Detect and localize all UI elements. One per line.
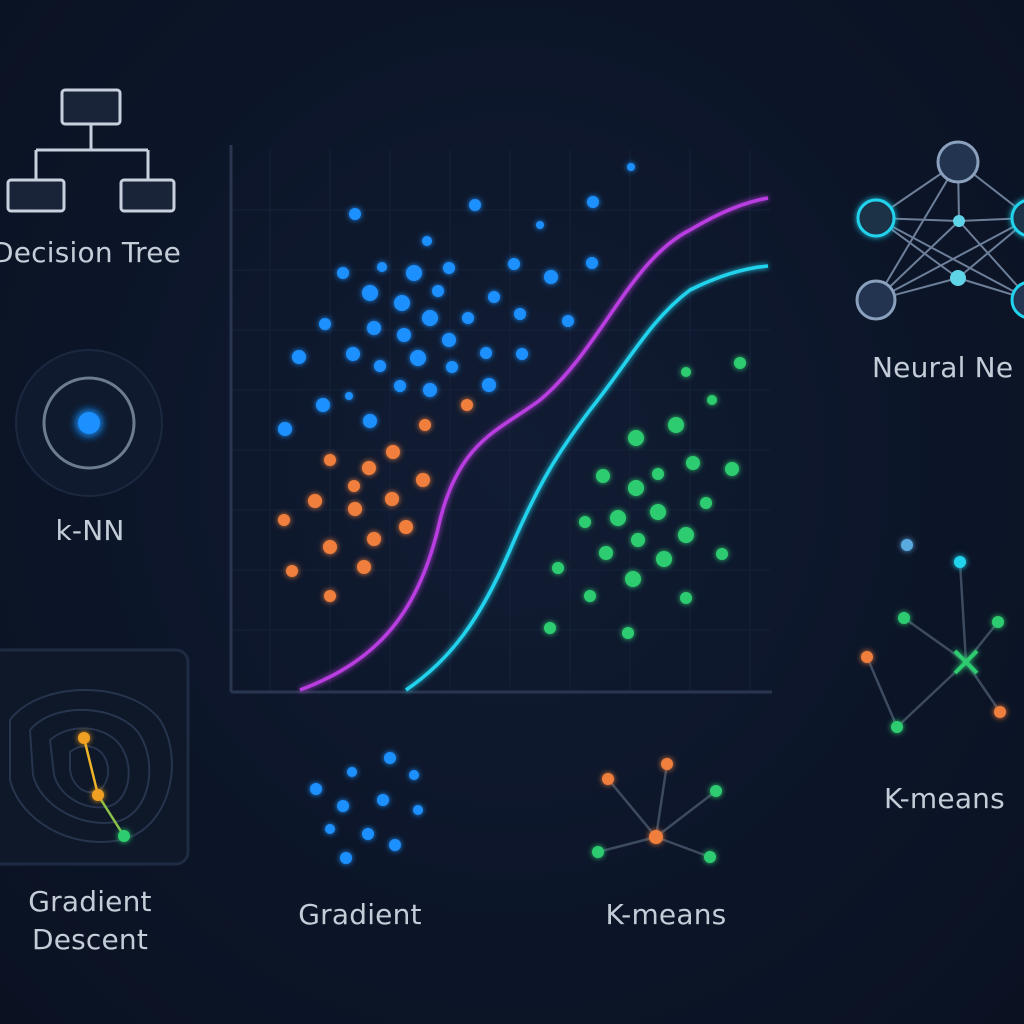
gradient-label: Gradient <box>298 898 422 931</box>
decision-boundary-cyan <box>405 264 769 692</box>
centroid-x-icon <box>953 649 979 675</box>
neural-network-icon <box>855 140 1024 321</box>
knn-icon <box>15 349 163 497</box>
kmeans-bottom-label: K-means <box>605 898 727 931</box>
kmeans-icon <box>592 758 722 863</box>
kmeans-right-label: K-means <box>884 782 1005 815</box>
blue-cluster <box>278 163 635 436</box>
gradient-descent-label-line2: Descent <box>31 923 149 956</box>
plot-grid <box>232 150 770 690</box>
knn-label: k-NN <box>55 514 125 547</box>
orange-cluster <box>278 399 473 602</box>
gradient-cluster-icon <box>310 752 423 864</box>
decision-boundary-magenta <box>299 196 769 692</box>
gradient-descent-icon <box>0 648 190 866</box>
green-cluster <box>544 357 746 639</box>
kmeans-centroid-icon <box>861 539 1006 733</box>
gradient-descent-label-line1: Gradient <box>28 885 152 918</box>
decision-tree-label: Decision Tree <box>0 236 182 269</box>
scatter-plot <box>229 145 772 694</box>
neural-network-label: Neural Ne <box>872 351 1014 384</box>
decision-tree-icon <box>6 88 176 213</box>
